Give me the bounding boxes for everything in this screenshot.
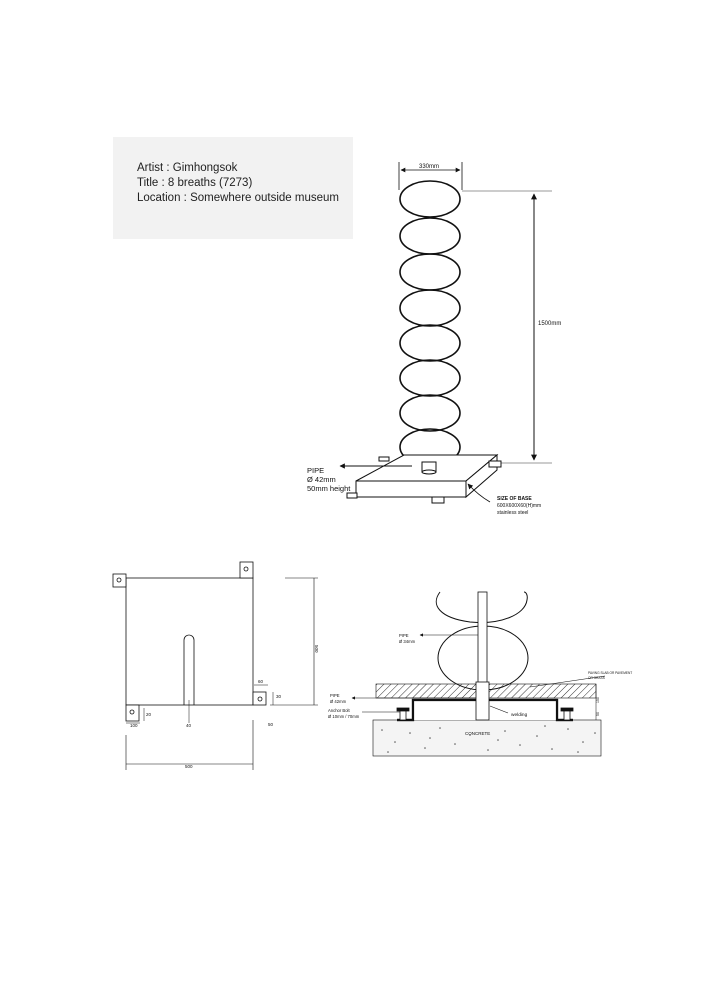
plan-dim-total: 500	[185, 764, 193, 769]
sculpture-rings	[399, 180, 461, 466]
pipe-small-diameter: Ø 34mm	[399, 639, 416, 644]
plan-tab	[239, 561, 254, 579]
pipe-small-label: PIPE	[399, 633, 409, 638]
plan-dim-30: 30	[276, 694, 282, 699]
width-dimension: 330mm	[398, 162, 463, 190]
ground-label-2: OR GRASS	[588, 676, 605, 680]
pipe-height: 50mm height	[307, 484, 351, 493]
ring	[399, 180, 461, 218]
base-foot	[378, 456, 390, 462]
plan-tab	[125, 704, 140, 722]
plan-dim-20: 20	[146, 712, 152, 717]
pipe-callout: PIPE Ø 42mm 50mm height	[307, 463, 412, 493]
bolt-hole	[129, 709, 135, 715]
height-dim-label: 1500mm	[538, 321, 561, 327]
base-plate	[346, 453, 502, 504]
pipe-large-label: PIPE	[330, 693, 340, 698]
base-material: stainless steel	[497, 510, 528, 516]
plan-tab	[112, 573, 127, 588]
elevation-view: 330mm 1500mm	[307, 162, 561, 516]
plan-view	[112, 561, 318, 770]
title-line: Title : 8 breaths (7273)	[137, 177, 253, 189]
pipe-large	[475, 681, 490, 721]
anchor-size: Ø 10mm / 70mm	[328, 714, 360, 719]
plan-dim-60: 60	[258, 679, 264, 684]
base-foot	[431, 496, 445, 504]
anchor-label: Anchor Bolt	[328, 708, 350, 713]
anchor-bolt	[396, 707, 574, 721]
concrete-label: CONCRETE	[465, 731, 490, 736]
plan-dim-side: 500	[314, 645, 319, 653]
concrete-speckle	[381, 725, 596, 753]
info-box: Artist : Gimhongsok Title : 8 breaths (7…	[113, 137, 353, 239]
location-line: Location : Somewhere outside museum	[137, 192, 339, 204]
welding-label: welding	[511, 712, 528, 718]
base-foot	[346, 492, 358, 499]
height-dimension: 1500mm	[462, 190, 561, 464]
plan-plate	[125, 577, 254, 706]
plan-dimensions: 500 500 60 30 50 40 100 20	[130, 645, 319, 769]
ring	[399, 289, 461, 327]
section-dim-50: 50	[596, 712, 600, 716]
width-dim-label: 330mm	[419, 164, 439, 170]
ring	[399, 253, 461, 291]
bolt-hole	[116, 577, 122, 583]
bolt-hole	[257, 696, 263, 702]
concrete-block	[372, 719, 602, 757]
plan-dim-50: 50	[268, 722, 274, 727]
base-label: SIZE OF BASE	[497, 496, 532, 502]
pipe-diameter: Ø 42mm	[307, 475, 336, 484]
section-dim-150: 150	[596, 697, 600, 703]
base-callout: SIZE OF BASE 600X600X60(H)mm stainless s…	[467, 483, 541, 516]
plan-dim-100: 100	[130, 723, 138, 728]
plan-dim-40: 40	[186, 723, 192, 728]
ring	[399, 324, 461, 362]
ring	[399, 359, 461, 397]
ring	[399, 217, 461, 255]
pipe-slot	[183, 634, 195, 705]
artist-line: Artist : Gimhongsok	[137, 162, 238, 174]
plan-tab	[252, 691, 267, 706]
base-foot	[488, 460, 502, 468]
pipe-large-diameter: Ø 42mm	[330, 699, 347, 704]
section-view: CONCRETE PIPE Ø 34mm PIPE Ø 42mm An	[328, 591, 632, 757]
ring	[399, 394, 461, 432]
bolt-hole	[243, 566, 249, 572]
ground-label: PAVING SLAB OR PAVEMENT	[588, 671, 632, 675]
base-size: 600X600X60(H)mm	[497, 503, 541, 509]
pipe-label: PIPE	[307, 466, 324, 475]
